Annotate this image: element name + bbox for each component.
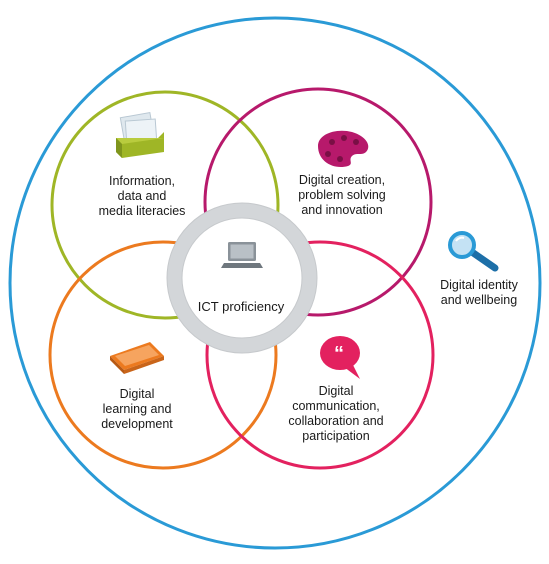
learning-circle: [48, 240, 278, 470]
label-line: development: [101, 417, 173, 431]
label-line: participation: [302, 429, 369, 443]
label-line: and innovation: [301, 203, 382, 217]
label-line: Digital: [319, 384, 354, 398]
creation-circle: [203, 87, 433, 317]
label-line: media literacies: [99, 204, 186, 218]
paint-palette-icon: [318, 130, 369, 168]
document-tray-icon: [116, 111, 164, 158]
label-line: Digital: [120, 387, 155, 401]
label-line: Digital creation,: [299, 173, 385, 187]
outer-ring: [8, 16, 542, 550]
label-line: Digital identity: [440, 278, 519, 292]
laptop-icon: [221, 242, 263, 268]
center-label: ICT proficiency: [198, 299, 285, 314]
label-line: and wellbeing: [441, 293, 517, 307]
label-line: collaboration and: [288, 414, 383, 428]
magnifying-glass-icon: [448, 231, 499, 272]
label-line: Information,: [109, 174, 175, 188]
label-line: communication,: [292, 399, 380, 413]
label-line: data and: [118, 189, 167, 203]
information-circle: [50, 90, 280, 320]
communication-circle: [205, 240, 435, 470]
label-line: learning and: [103, 402, 172, 416]
speech-bubble-icon: “: [320, 336, 360, 379]
label-line: problem solving: [298, 188, 386, 202]
tablet-icon: [110, 342, 164, 374]
center-disc: [181, 217, 303, 339]
svg-text:“: “: [334, 343, 344, 365]
